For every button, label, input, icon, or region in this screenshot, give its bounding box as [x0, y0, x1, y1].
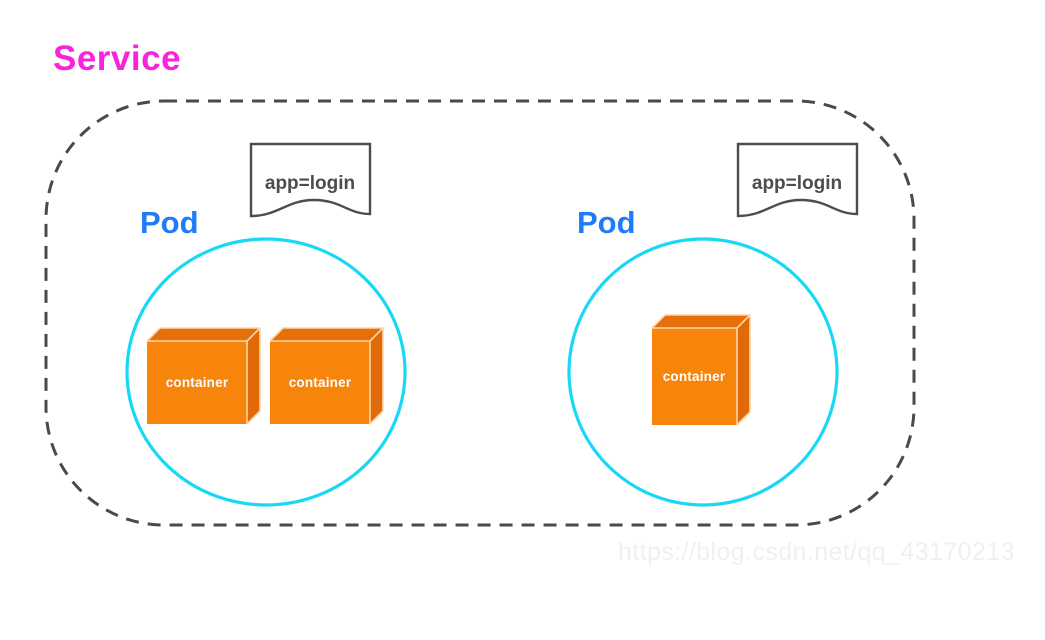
container-top-2 — [270, 328, 383, 341]
container-label-2: container — [289, 375, 352, 390]
watermark: https://blog.csdn.net/qq_43170213 — [618, 538, 1015, 566]
pod-circle-1 — [125, 237, 407, 507]
container-box-3: container — [651, 314, 751, 426]
pod-label-2: Pod — [577, 205, 636, 240]
container-front-2 — [270, 341, 370, 424]
container-edge-3 — [651, 314, 751, 426]
note-label-2: app=login — [752, 173, 842, 194]
container-box-2: container — [269, 327, 384, 425]
pod-circle-2 — [567, 237, 839, 507]
container-front-1 — [147, 341, 247, 424]
container-top-1 — [147, 328, 260, 341]
container-front-3 — [652, 328, 737, 425]
container-box-1: container — [146, 327, 261, 425]
note-label-1: app=login — [265, 173, 355, 194]
pod-note-1: app=login — [249, 142, 372, 218]
container-edge-2 — [269, 327, 384, 425]
service-title: Service — [53, 39, 181, 78]
service-boundary — [44, 99, 916, 527]
container-side-3 — [737, 315, 750, 425]
container-label-1: container — [166, 375, 229, 390]
pod-note-2: app=login — [736, 142, 859, 218]
container-edge-1 — [146, 327, 261, 425]
container-label-3: container — [663, 369, 726, 384]
container-side-2 — [370, 328, 383, 424]
container-side-1 — [247, 328, 260, 424]
note-shape-2 — [736, 142, 859, 218]
note-shape-1 — [249, 142, 372, 218]
container-top-3 — [652, 315, 750, 328]
pod-label-1: Pod — [140, 205, 199, 240]
